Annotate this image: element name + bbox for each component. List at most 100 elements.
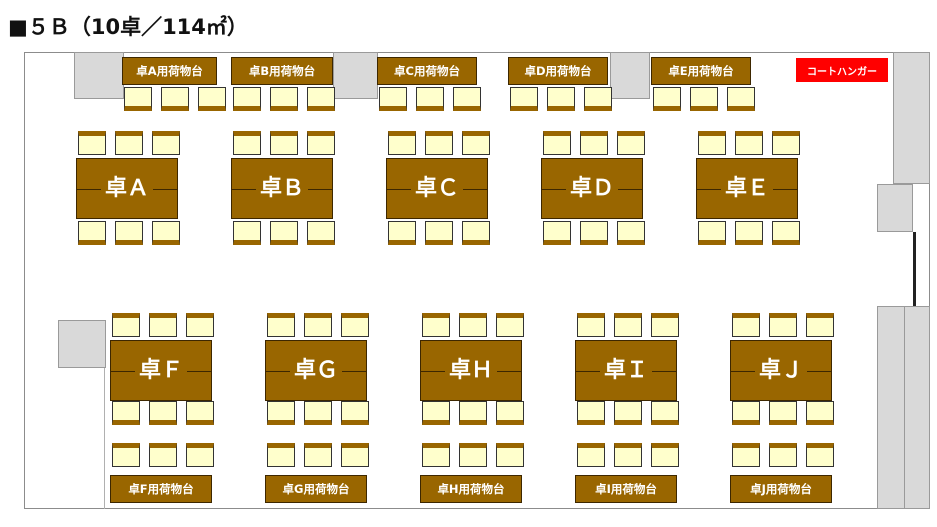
table-i-top-chair-1 bbox=[577, 313, 605, 337]
luggage-e-chair-3 bbox=[727, 87, 755, 111]
table-i: 卓Ｉ bbox=[575, 340, 677, 401]
luggage-i-chair-1 bbox=[577, 443, 605, 467]
table-c: 卓Ｃ bbox=[386, 158, 488, 219]
luggage-b-chair-1 bbox=[233, 87, 261, 111]
luggage-d-chair-3 bbox=[584, 87, 612, 111]
table-b-bottom-chair-1 bbox=[233, 221, 261, 245]
luggage-table-a: 卓A用荷物台 bbox=[122, 57, 217, 85]
floor-title: ■５Ｂ（10卓／114㎡） bbox=[8, 15, 248, 39]
table-b-bottom-chair-3 bbox=[307, 221, 335, 245]
luggage-c-chair-2 bbox=[416, 87, 444, 111]
table-f-label: 卓Ｆ bbox=[134, 358, 187, 383]
pillar-top-right bbox=[610, 52, 650, 99]
luggage-a-chair-3 bbox=[198, 87, 226, 111]
table-c-top-chair-3 bbox=[462, 131, 490, 155]
luggage-e-chair-1 bbox=[653, 87, 681, 111]
table-f-bottom-chair-3 bbox=[186, 401, 214, 425]
table-h-bottom-chair-3 bbox=[496, 401, 524, 425]
table-d-top-chair-3 bbox=[617, 131, 645, 155]
table-e-bottom-chair-1 bbox=[698, 221, 726, 245]
table-d-bottom-chair-1 bbox=[543, 221, 571, 245]
table-i-top-chair-2 bbox=[614, 313, 642, 337]
table-b-label: 卓Ｂ bbox=[255, 176, 308, 201]
table-b-top-chair-3 bbox=[307, 131, 335, 155]
table-j-bottom-chair-3 bbox=[806, 401, 834, 425]
table-g-top-chair-3 bbox=[341, 313, 369, 337]
table-d-bottom-chair-2 bbox=[580, 221, 608, 245]
table-a-bottom-chair-3 bbox=[152, 221, 180, 245]
table-f-bottom-chair-1 bbox=[112, 401, 140, 425]
table-h-top-chair-3 bbox=[496, 313, 524, 337]
luggage-table-c: 卓C用荷物台 bbox=[377, 57, 477, 85]
table-c-bottom-chair-3 bbox=[462, 221, 490, 245]
luggage-e-chair-2 bbox=[690, 87, 718, 111]
table-i-bottom-chair-1 bbox=[577, 401, 605, 425]
luggage-d-chair-2 bbox=[547, 87, 575, 111]
table-h-label: 卓Ｈ bbox=[444, 358, 497, 383]
table-e-bottom-chair-3 bbox=[772, 221, 800, 245]
door-line bbox=[913, 232, 916, 306]
luggage-j-chair-3 bbox=[806, 443, 834, 467]
table-j: 卓Ｊ bbox=[730, 340, 832, 401]
table-e-top-chair-2 bbox=[735, 131, 763, 155]
table-a-bottom-chair-2 bbox=[115, 221, 143, 245]
luggage-f-chair-2 bbox=[149, 443, 177, 467]
table-b-top-chair-2 bbox=[270, 131, 298, 155]
table-h: 卓Ｈ bbox=[420, 340, 522, 401]
table-b-bottom-chair-2 bbox=[270, 221, 298, 245]
table-g-bottom-chair-3 bbox=[341, 401, 369, 425]
luggage-g-chair-3 bbox=[341, 443, 369, 467]
luggage-g-chair-1 bbox=[267, 443, 295, 467]
table-d-top-chair-1 bbox=[543, 131, 571, 155]
table-b: 卓Ｂ bbox=[231, 158, 333, 219]
luggage-f-chair-3 bbox=[186, 443, 214, 467]
table-g-label: 卓Ｇ bbox=[289, 358, 342, 383]
luggage-g-chair-2 bbox=[304, 443, 332, 467]
table-d-label: 卓Ｄ bbox=[565, 176, 618, 201]
wall-right-door-left bbox=[877, 184, 913, 232]
luggage-table-g: 卓G用荷物台 bbox=[265, 475, 367, 503]
luggage-d-chair-1 bbox=[510, 87, 538, 111]
luggage-c-chair-3 bbox=[453, 87, 481, 111]
wall-right-upper bbox=[893, 52, 930, 184]
coat-hanger-label: コートハンガー bbox=[796, 58, 888, 82]
table-d: 卓Ｄ bbox=[541, 158, 643, 219]
table-j-top-chair-1 bbox=[732, 313, 760, 337]
table-c-bottom-chair-1 bbox=[388, 221, 416, 245]
table-i-top-chair-3 bbox=[651, 313, 679, 337]
table-f-top-chair-3 bbox=[186, 313, 214, 337]
luggage-table-e: 卓E用荷物台 bbox=[651, 57, 751, 85]
table-c-label: 卓Ｃ bbox=[410, 176, 463, 201]
luggage-h-chair-1 bbox=[422, 443, 450, 467]
table-j-bottom-chair-1 bbox=[732, 401, 760, 425]
table-g: 卓Ｇ bbox=[265, 340, 367, 401]
table-f: 卓Ｆ bbox=[110, 340, 212, 401]
luggage-b-chair-3 bbox=[307, 87, 335, 111]
table-j-top-chair-3 bbox=[806, 313, 834, 337]
luggage-j-chair-1 bbox=[732, 443, 760, 467]
table-c-bottom-chair-2 bbox=[425, 221, 453, 245]
table-e-label: 卓Ｅ bbox=[720, 176, 773, 201]
table-c-top-chair-1 bbox=[388, 131, 416, 155]
table-h-top-chair-2 bbox=[459, 313, 487, 337]
table-j-label: 卓Ｊ bbox=[754, 358, 807, 383]
table-g-top-chair-1 bbox=[267, 313, 295, 337]
table-e-top-chair-1 bbox=[698, 131, 726, 155]
luggage-h-chair-3 bbox=[496, 443, 524, 467]
table-e-bottom-chair-2 bbox=[735, 221, 763, 245]
table-e-top-chair-3 bbox=[772, 131, 800, 155]
table-e: 卓Ｅ bbox=[696, 158, 798, 219]
table-j-bottom-chair-2 bbox=[769, 401, 797, 425]
table-j-top-chair-2 bbox=[769, 313, 797, 337]
table-d-top-chair-2 bbox=[580, 131, 608, 155]
table-f-top-chair-2 bbox=[149, 313, 177, 337]
luggage-j-chair-2 bbox=[769, 443, 797, 467]
partition-line bbox=[104, 368, 105, 509]
luggage-table-i: 卓I用荷物台 bbox=[575, 475, 677, 503]
table-a: 卓Ａ bbox=[76, 158, 178, 219]
table-a-top-chair-3 bbox=[152, 131, 180, 155]
table-a-top-chair-1 bbox=[78, 131, 106, 155]
table-a-top-chair-2 bbox=[115, 131, 143, 155]
table-g-top-chair-2 bbox=[304, 313, 332, 337]
wall-right-door-right bbox=[877, 306, 905, 509]
